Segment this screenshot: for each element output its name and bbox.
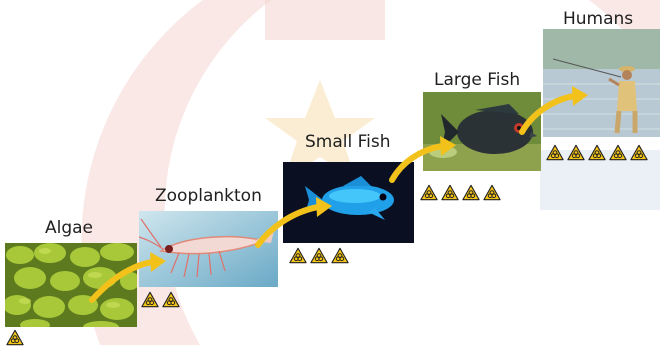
biohazard-warning-icon: [483, 184, 501, 201]
large-fish-photo: [423, 92, 541, 171]
biohazard-warning-icon: [462, 184, 480, 201]
hazard-row-algae: [6, 329, 24, 346]
biohazard-warning-icon: [546, 144, 564, 161]
stage-label-zooplankton: Zooplankton: [155, 186, 262, 206]
biohazard-warning-icon: [6, 329, 24, 346]
biohazard-warning-icon: [420, 184, 438, 201]
biohazard-warning-icon: [567, 144, 585, 161]
biohazard-warning-icon: [310, 247, 328, 264]
biohazard-warning-icon: [289, 247, 307, 264]
biohazard-warning-icon: [630, 144, 648, 161]
biohazard-warning-icon: [162, 291, 180, 308]
stage-label-small-fish: Small Fish: [305, 132, 391, 152]
algae-photo: [5, 243, 137, 327]
biohazard-warning-icon: [441, 184, 459, 201]
hazard-row-small-fish: [289, 247, 349, 264]
hazard-row-large-fish: [420, 184, 501, 201]
zooplankton-photo: [139, 211, 278, 287]
stage-label-large-fish: Large Fish: [434, 70, 520, 90]
stage-label-algae: Algae: [45, 218, 93, 238]
hazard-row-humans: [546, 144, 648, 161]
biohazard-warning-icon: [609, 144, 627, 161]
stage-label-humans: Humans: [563, 9, 633, 29]
small-fish-photo: [283, 162, 414, 243]
human-fishing-photo: [543, 29, 660, 137]
biohazard-warning-icon: [141, 291, 159, 308]
biohazard-warning-icon: [331, 247, 349, 264]
biohazard-warning-icon: [588, 144, 606, 161]
hazard-row-zooplankton: [141, 291, 180, 308]
